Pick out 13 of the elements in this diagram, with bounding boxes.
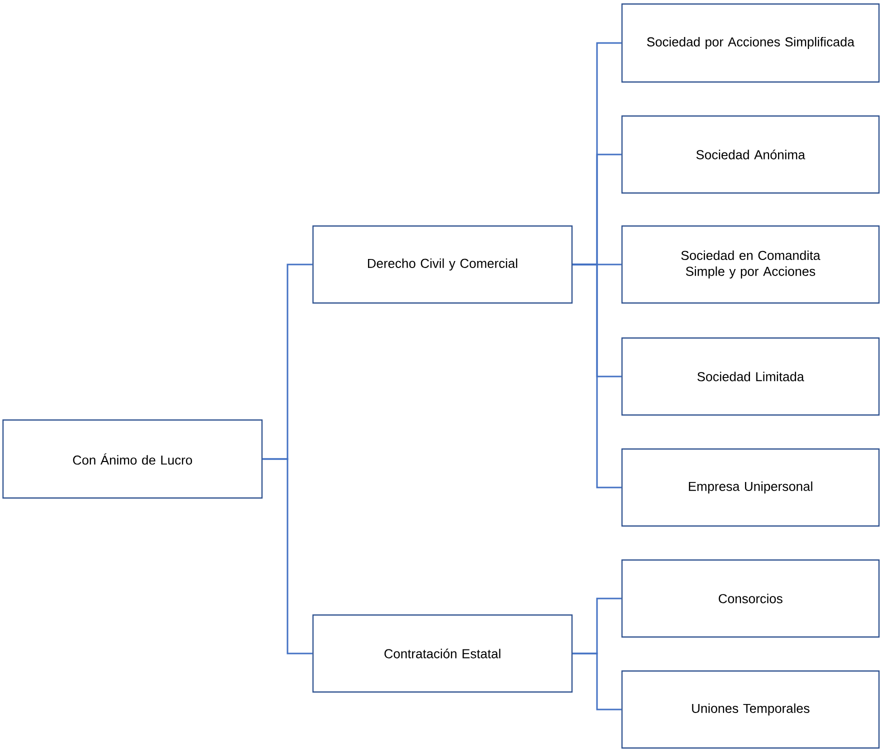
- text-box: Uniones Temporales: [621, 670, 880, 749]
- text-box: Consorcios: [621, 559, 880, 638]
- connector: [572, 264, 622, 488]
- text-box: Empresa Unipersonal: [621, 448, 880, 527]
- text-box: Sociedad Anónima: [621, 115, 880, 194]
- text-box: Con Ánimo de Lucro: [2, 419, 263, 499]
- text-box: Derecho Civil y Comercial: [312, 225, 573, 304]
- connector: [572, 652, 622, 710]
- connector: [262, 458, 312, 654]
- text-box: Sociedad en Comandita Simple y por Acciones: [621, 225, 880, 304]
- text-box: Sociedad por Acciones Simplificada: [621, 3, 880, 83]
- text-box: Contratación Estatal: [312, 614, 573, 693]
- text-box: Sociedad Limitada: [621, 337, 880, 416]
